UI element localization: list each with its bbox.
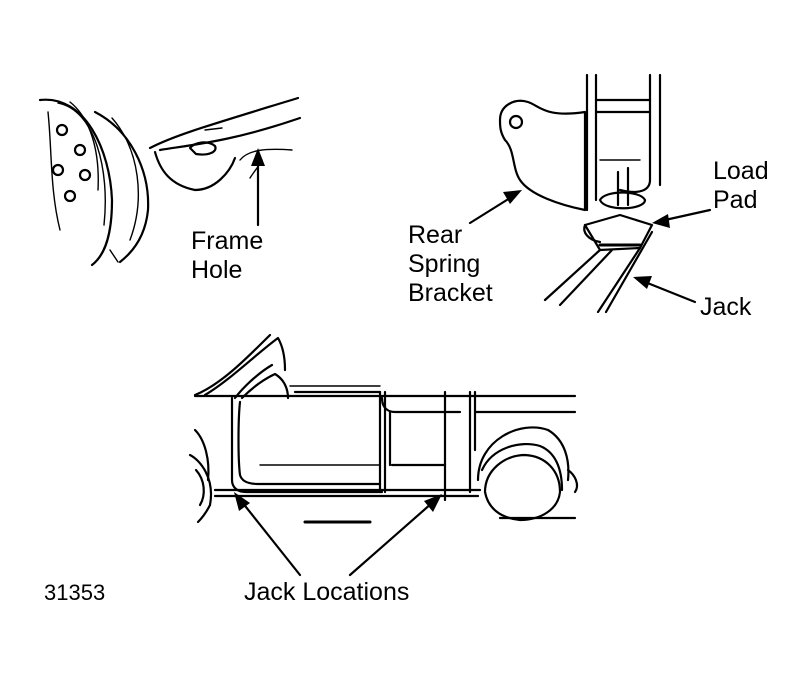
rear-spring-bracket-label-line1: Rear [408,221,463,249]
frame-hole-label-line2: Hole [191,256,243,284]
jack-arrow [633,276,697,304]
load-pad-label-line1: Load [713,157,769,185]
rear-spring-bracket-detail [498,73,662,314]
load-pad-label: Load Pad [713,157,769,215]
frame-hole-label-line1: Frame [191,227,264,255]
jack-location-arrow-rear [348,494,442,577]
frame-hole-label: Frame Hole [191,227,263,285]
rear-spring-bracket-label-line3: Bracket [408,279,493,307]
jack-locations-label: Jack Locations [244,578,410,606]
rear-spring-bracket-label: Rear Spring Bracket [408,221,493,308]
jack-label: Jack [700,293,752,321]
truck-side-view [188,333,579,524]
figure-id: 31353 [44,580,106,605]
jack-location-arrow-front [234,492,302,577]
rear-spring-bracket-arrow [468,190,522,225]
front-wheel-detail [38,96,302,267]
rear-spring-bracket-label-line2: Spring [408,250,481,278]
load-pad-arrow [652,208,712,228]
load-pad-label-line2: Pad [713,186,758,214]
frame-hole-arrow [251,148,265,227]
